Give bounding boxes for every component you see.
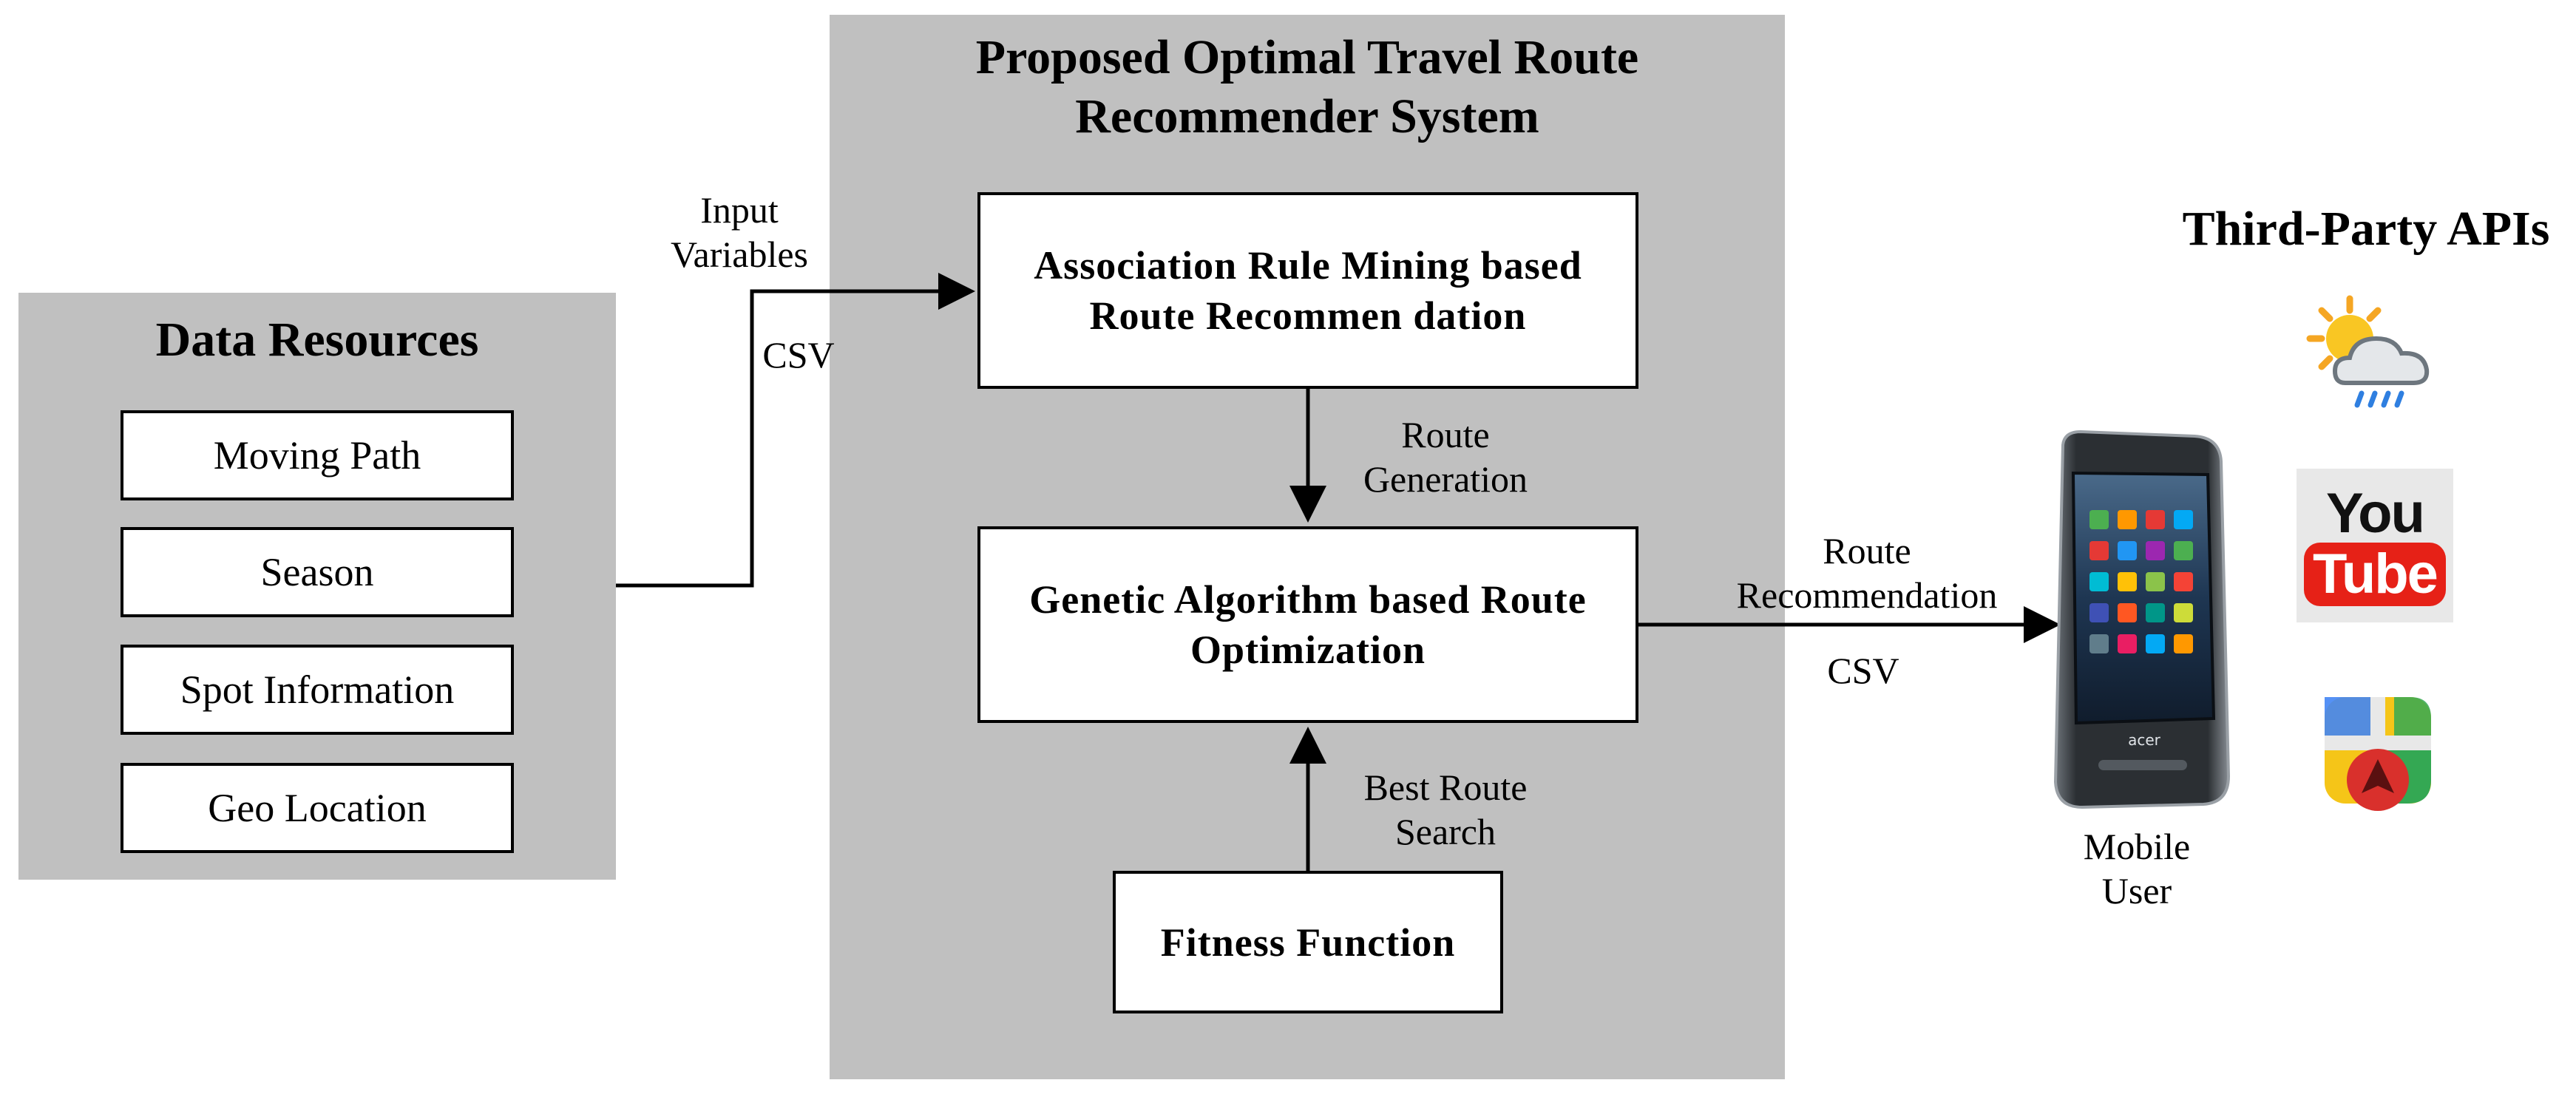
mobile-user-label: Mobile User xyxy=(2055,824,2218,913)
mobile-label-line2: User xyxy=(2101,870,2172,911)
season-label: Season xyxy=(260,550,374,594)
input-arrow xyxy=(616,273,975,588)
data-resources-title: Data Resources xyxy=(155,313,479,367)
route-gen-line2: Generation xyxy=(1363,458,1528,500)
fitness-function-box: Fitness Function xyxy=(1113,871,1503,1013)
genetic-algorithm-line1: Genetic Algorithm based Route xyxy=(1029,577,1587,622)
mobile-phone-icon: acer xyxy=(2053,429,2231,809)
spot-information-box: Spot Information xyxy=(121,645,514,735)
input-label-line1: Input xyxy=(700,189,779,231)
association-rule-box: Association Rule Mining based Route Reco… xyxy=(977,192,1638,389)
input-label-line2: Variables xyxy=(670,234,809,275)
geo-location-box: Geo Location xyxy=(121,763,514,853)
geo-location-label: Geo Location xyxy=(208,786,427,830)
fitness-function-label: Fitness Function xyxy=(1160,920,1456,965)
input-csv-label: CSV xyxy=(762,334,835,376)
route-gen-line1: Route xyxy=(1401,414,1490,455)
route-rec-line2: Recommendation xyxy=(1736,574,1998,616)
route-rec-line1: Route xyxy=(1823,530,1911,571)
genetic-algorithm-line2: Optimization xyxy=(1190,628,1426,672)
weather-icon xyxy=(2306,295,2430,408)
youtube-tube-text: Tube xyxy=(2304,543,2446,606)
season-box: Season xyxy=(121,527,514,617)
input-variables-label: Input Variables xyxy=(643,188,835,276)
phone-brand: acer xyxy=(2128,731,2161,749)
association-rule-line1: Association Rule Mining based xyxy=(1034,243,1582,288)
route-generation-label: Route Generation xyxy=(1323,412,1567,501)
best-route-line2: Search xyxy=(1394,811,1497,852)
recommendation-csv-label: CSV xyxy=(1827,650,1899,691)
best-route-search-label: Best Route Search xyxy=(1323,765,1567,854)
youtube-you-text: You xyxy=(2326,482,2425,545)
spot-information-label: Spot Information xyxy=(180,668,455,712)
system-title: Proposed Optimal Travel Route Recommende… xyxy=(830,28,1785,146)
system-title-line2: Recommender System xyxy=(1075,89,1539,143)
mobile-label-line1: Mobile xyxy=(2083,826,2191,867)
best-route-line1: Best Route xyxy=(1363,767,1528,808)
genetic-algorithm-box: Genetic Algorithm based Route Optimizati… xyxy=(977,526,1638,723)
third-party-title: Third-Party APIs xyxy=(2182,202,2550,256)
association-rule-line2: Route Recommen dation xyxy=(1089,293,1527,338)
moving-path-label: Moving Path xyxy=(213,433,421,478)
moving-path-box: Moving Path xyxy=(121,410,514,500)
maps-icon xyxy=(2325,697,2431,811)
youtube-icon: You Tube xyxy=(2297,469,2453,622)
system-title-line1: Proposed Optimal Travel Route xyxy=(975,30,1639,84)
route-recommendation-label: Route Recommendation xyxy=(1693,529,2041,617)
